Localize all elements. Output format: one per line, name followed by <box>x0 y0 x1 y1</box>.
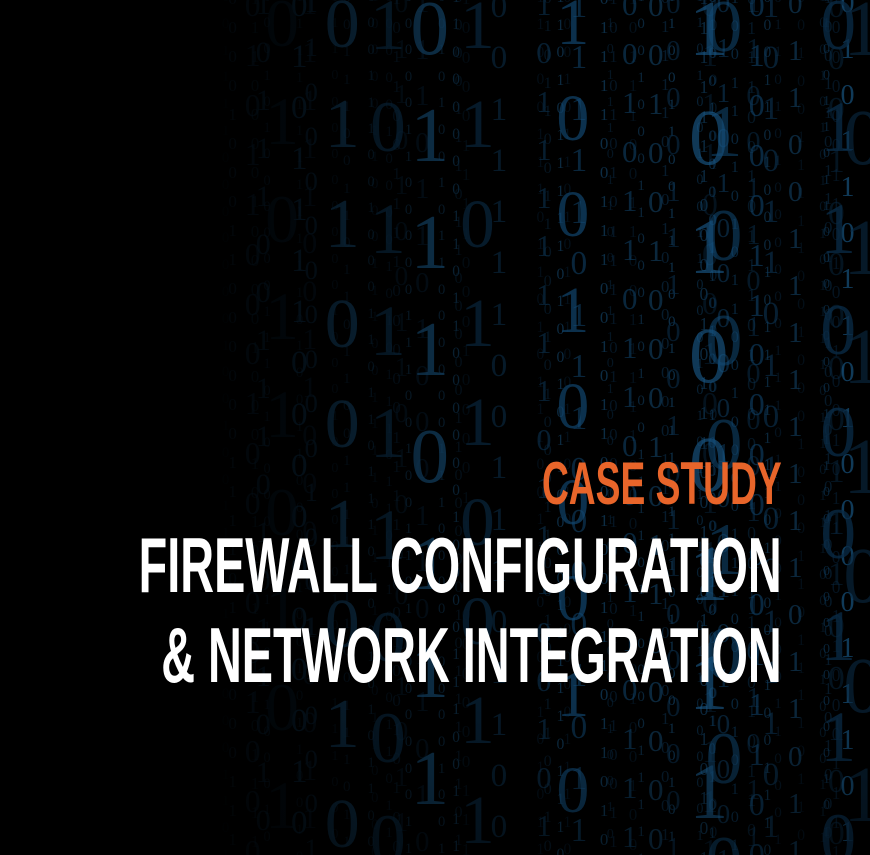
binary-digit-column: 10010001100010100111101100001111100 <box>637 0 645 855</box>
binary-digit-column: 01100101011 <box>324 0 360 855</box>
binary-digit-column: 10111111101110010100 <box>536 0 552 843</box>
binary-digit-column: 0111011100 <box>410 0 450 855</box>
title-line-2: & NETWORK INTEGRATION <box>161 611 782 699</box>
binary-digit-column: 110011010001110101111 <box>746 0 761 853</box>
binary-digit-column: 00111100000001001001100101000110100 <box>221 0 230 855</box>
binary-digit-column: 00101101100011011100 <box>621 0 638 855</box>
binary-digit-column: 1010110101001110111 <box>762 0 780 845</box>
binary-digit-column: 010111011001110100001011000010010000 <box>606 0 614 855</box>
binary-digit-column: 11111001100011001111 <box>302 0 318 855</box>
binary-digit-column: 00100100010110000011 <box>648 0 664 855</box>
binary-digit-column: 000010001100000011110111000111111 <box>228 0 237 849</box>
case-study-label: CASE STUDY <box>542 450 782 517</box>
title-line-1: FIREWALL CONFIGURATION <box>138 521 782 609</box>
binary-digit-column: 1011110001 <box>369 0 406 855</box>
binary-digit-column: 011001111111101101110 <box>788 0 803 855</box>
headline-block: CASE STUDY FIREWALL CONFIGURATION & NETW… <box>0 448 782 700</box>
